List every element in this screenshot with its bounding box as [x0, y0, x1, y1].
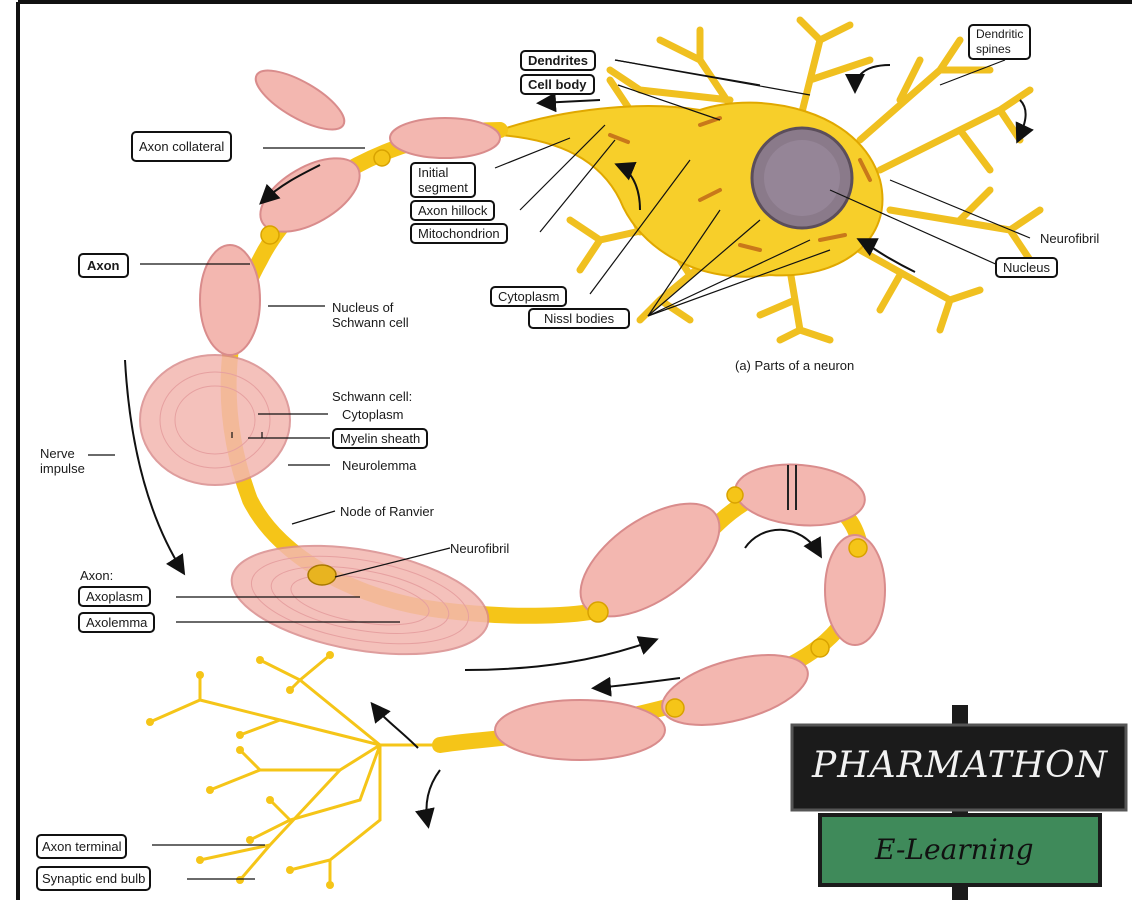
label-axon-heading: Axon:: [80, 568, 113, 583]
label-parts-caption: (a) Parts of a neuron: [735, 358, 854, 373]
label-axon: Axon: [78, 253, 129, 278]
label-axon-hillock: Axon hillock: [410, 200, 495, 221]
label-dendritic-spines: Dendritic spines: [968, 24, 1031, 60]
label-neurofibril-top: Neurofibril: [1040, 231, 1099, 246]
label-mitochondrion: Mitochondrion: [410, 223, 508, 244]
label-axoplasm: Axoplasm: [78, 586, 151, 607]
label-nissl-bodies: Nissl bodies: [528, 308, 630, 329]
label-schwann-cell: Schwann cell:: [332, 389, 412, 404]
label-nerve-impulse: Nerve impulse: [40, 446, 85, 476]
label-nucleus: Nucleus: [995, 257, 1058, 278]
logo-bottom-text: E-Learning: [875, 833, 1034, 866]
label-dendrites: Dendrites: [520, 50, 596, 71]
label-neurolemma: Neurolemma: [342, 458, 416, 473]
axon-cross-section: [308, 565, 336, 585]
label-axolemma: Axolemma: [78, 612, 155, 633]
label-axon-collateral: Axon collateral: [131, 131, 232, 162]
label-synaptic-end-bulb: Synaptic end bulb: [36, 866, 151, 891]
label-cytoplasm-top: Cytoplasm: [490, 286, 567, 307]
label-nucleus-of-schwann-cell: Nucleus of Schwann cell: [332, 300, 409, 330]
label-neurofibril-mid: Neurofibril: [450, 541, 509, 556]
logo-top-text: PHARMATHON: [812, 745, 1108, 786]
label-initial-segment: Initial segment: [410, 162, 476, 198]
label-schwann-cytoplasm: Cytoplasm: [342, 407, 403, 422]
label-myelin-sheath: Myelin sheath: [332, 428, 428, 449]
pharmathon-logo: [792, 705, 1126, 900]
label-cell-body: Cell body: [520, 74, 595, 95]
label-axon-terminal: Axon terminal: [36, 834, 127, 859]
label-node-of-ranvier: Node of Ranvier: [340, 504, 434, 519]
